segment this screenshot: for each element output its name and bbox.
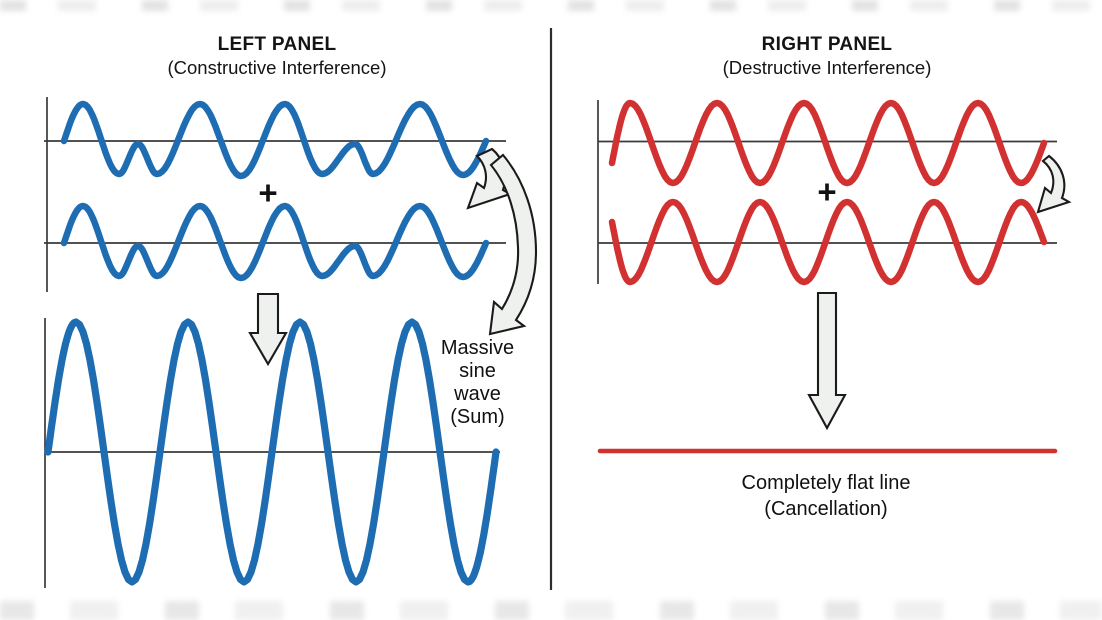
right-curved-arrow-small-icon <box>1036 154 1072 214</box>
flat-line-label: Completely flat line (Cancellation) <box>626 471 1026 522</box>
sum-label-line-1: Massive <box>440 337 515 359</box>
left-curved-arrow-large-icon <box>488 153 538 336</box>
flat-label-line-2: (Cancellation) <box>764 497 888 520</box>
left-panel-header: LEFT PANEL (Constructive Interference) <box>57 33 497 80</box>
flat-label-line-1: Completely flat line <box>741 472 911 494</box>
left-sum-wave <box>44 318 500 586</box>
sum-label-line-2: sine <box>459 360 496 382</box>
right-panel-subtitle: (Destructive Interference) <box>722 57 932 78</box>
right-panel-title: RIGHT PANEL <box>761 34 893 55</box>
left-plus-sign: + <box>258 174 278 211</box>
right-plus-sign: + <box>817 173 837 210</box>
right-input-wave-1 <box>608 99 1048 187</box>
sum-wave-label: Massive sine wave (Sum) <box>415 337 540 429</box>
right-input-wave-2 <box>608 198 1048 286</box>
left-panel-title: LEFT PANEL <box>217 34 337 55</box>
left-down-arrow-icon <box>248 292 288 367</box>
sum-label-line-4: (Sum) <box>450 406 505 428</box>
right-panel-header: RIGHT PANEL (Destructive Interference) <box>607 33 1047 80</box>
left-input-wave-1 <box>60 100 490 180</box>
right-down-arrow-icon <box>807 291 847 431</box>
left-input-wave-2 <box>60 202 490 282</box>
left-panel-subtitle: (Constructive Interference) <box>167 57 387 78</box>
sum-label-line-3: wave <box>454 383 501 405</box>
